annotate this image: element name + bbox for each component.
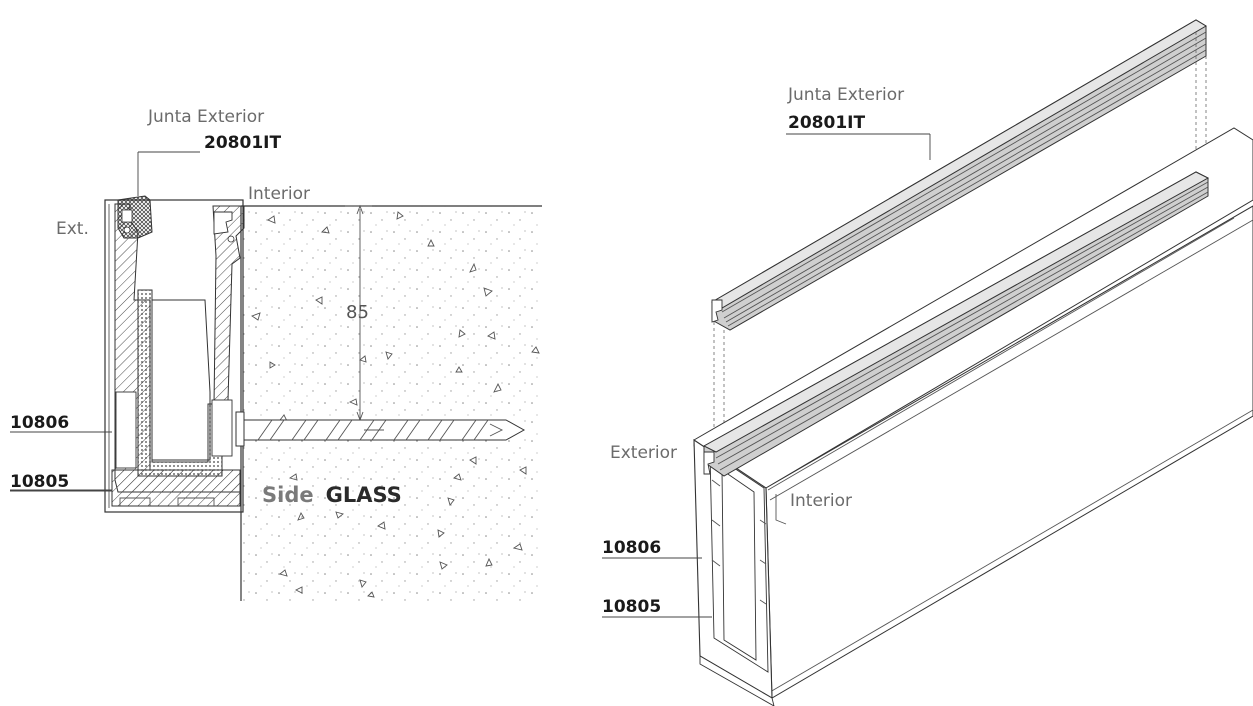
gasket-strip-installed (702, 171, 1210, 477)
interior-label-right: Interior (790, 491, 852, 511)
side-glass-title: Side GLASS (262, 483, 402, 507)
gasket-label-left: Junta Exterior (147, 107, 264, 127)
gasket-strip-exploded (711, 19, 1207, 331)
right-leaders (602, 133, 931, 618)
gasket-code-right: 20801IT (788, 113, 865, 133)
aluminium-profile (104, 199, 245, 513)
exterior-gasket (117, 195, 153, 239)
code-10806-right: 10806 (602, 538, 661, 558)
code-10806-left: 10806 (10, 413, 69, 433)
side-prefix: Side (262, 483, 314, 507)
dimension-label: 85 (346, 302, 369, 323)
exterior-label-right: Exterior (610, 443, 677, 463)
anchor-bolt (235, 411, 526, 447)
left-leaders (10, 151, 200, 492)
code-10805-left: 10805 (10, 472, 69, 492)
side-word: GLASS (326, 483, 402, 507)
code-10805-right: 10805 (602, 597, 661, 617)
concrete-slab (240, 205, 542, 601)
section-view: 85 (10, 107, 542, 601)
isometric-view: Junta Exterior 20801IT Exterior Interior… (602, 19, 1253, 706)
interior-label-left: Interior (248, 184, 310, 204)
gasket-label-right: Junta Exterior (787, 85, 904, 105)
depth-dimension: 85 (345, 204, 372, 422)
gasket-code-left: 20801IT (204, 133, 281, 153)
exterior-label-left: Ext. (56, 219, 89, 239)
